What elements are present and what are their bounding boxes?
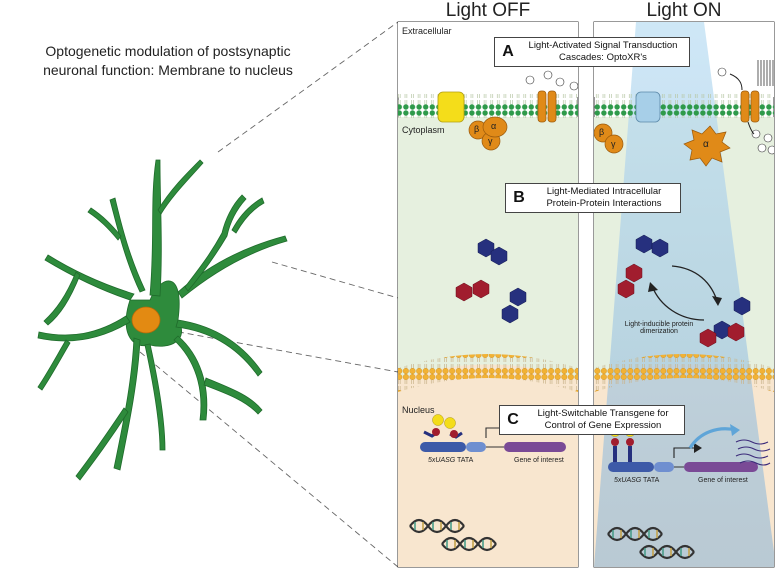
gene-label-off: Gene of interest [514,457,564,464]
column-heading-light-off: Light OFF [445,0,531,21]
panel-light-on [593,21,775,568]
panel-light-off [397,21,579,568]
zoom-guide-lines [139,21,399,568]
neuron-nucleus [131,306,161,334]
callout-a-letter: A [502,43,514,60]
callout-c-letter: C [507,411,519,428]
callout-b-letter: B [513,189,525,206]
figure-caption: Optogenetic modulation of postsynaptic n… [43,43,293,78]
gprotein-beta-label-off: β [474,124,480,134]
label-nucleus: Nucleus [402,405,435,415]
label-cytoplasm: Cytoplasm [402,125,445,135]
label-extracellular: Extracellular [402,26,452,36]
tata-label-on: TATA [643,477,660,484]
nuclear-membrane-off [398,354,578,392]
gprotein-alpha-label-off: α [491,121,497,131]
promoter-label-on: 5xUASG [614,477,642,484]
nuclear-membrane-on [594,354,774,392]
neuron [37,159,288,481]
promoter-label-off: 5xUASG [428,457,456,464]
gene-label-on: Gene of interest [698,477,748,484]
gprotein-gamma-label-on: γ [611,139,616,149]
tata-label-off: TATA [457,457,474,464]
gprotein-beta-label-on: β [599,127,605,137]
gprotein-alpha-label-on: α [703,139,709,150]
gprotein-gamma-label-off: γ [488,136,493,146]
column-heading-light-on: Light ON [646,0,722,21]
